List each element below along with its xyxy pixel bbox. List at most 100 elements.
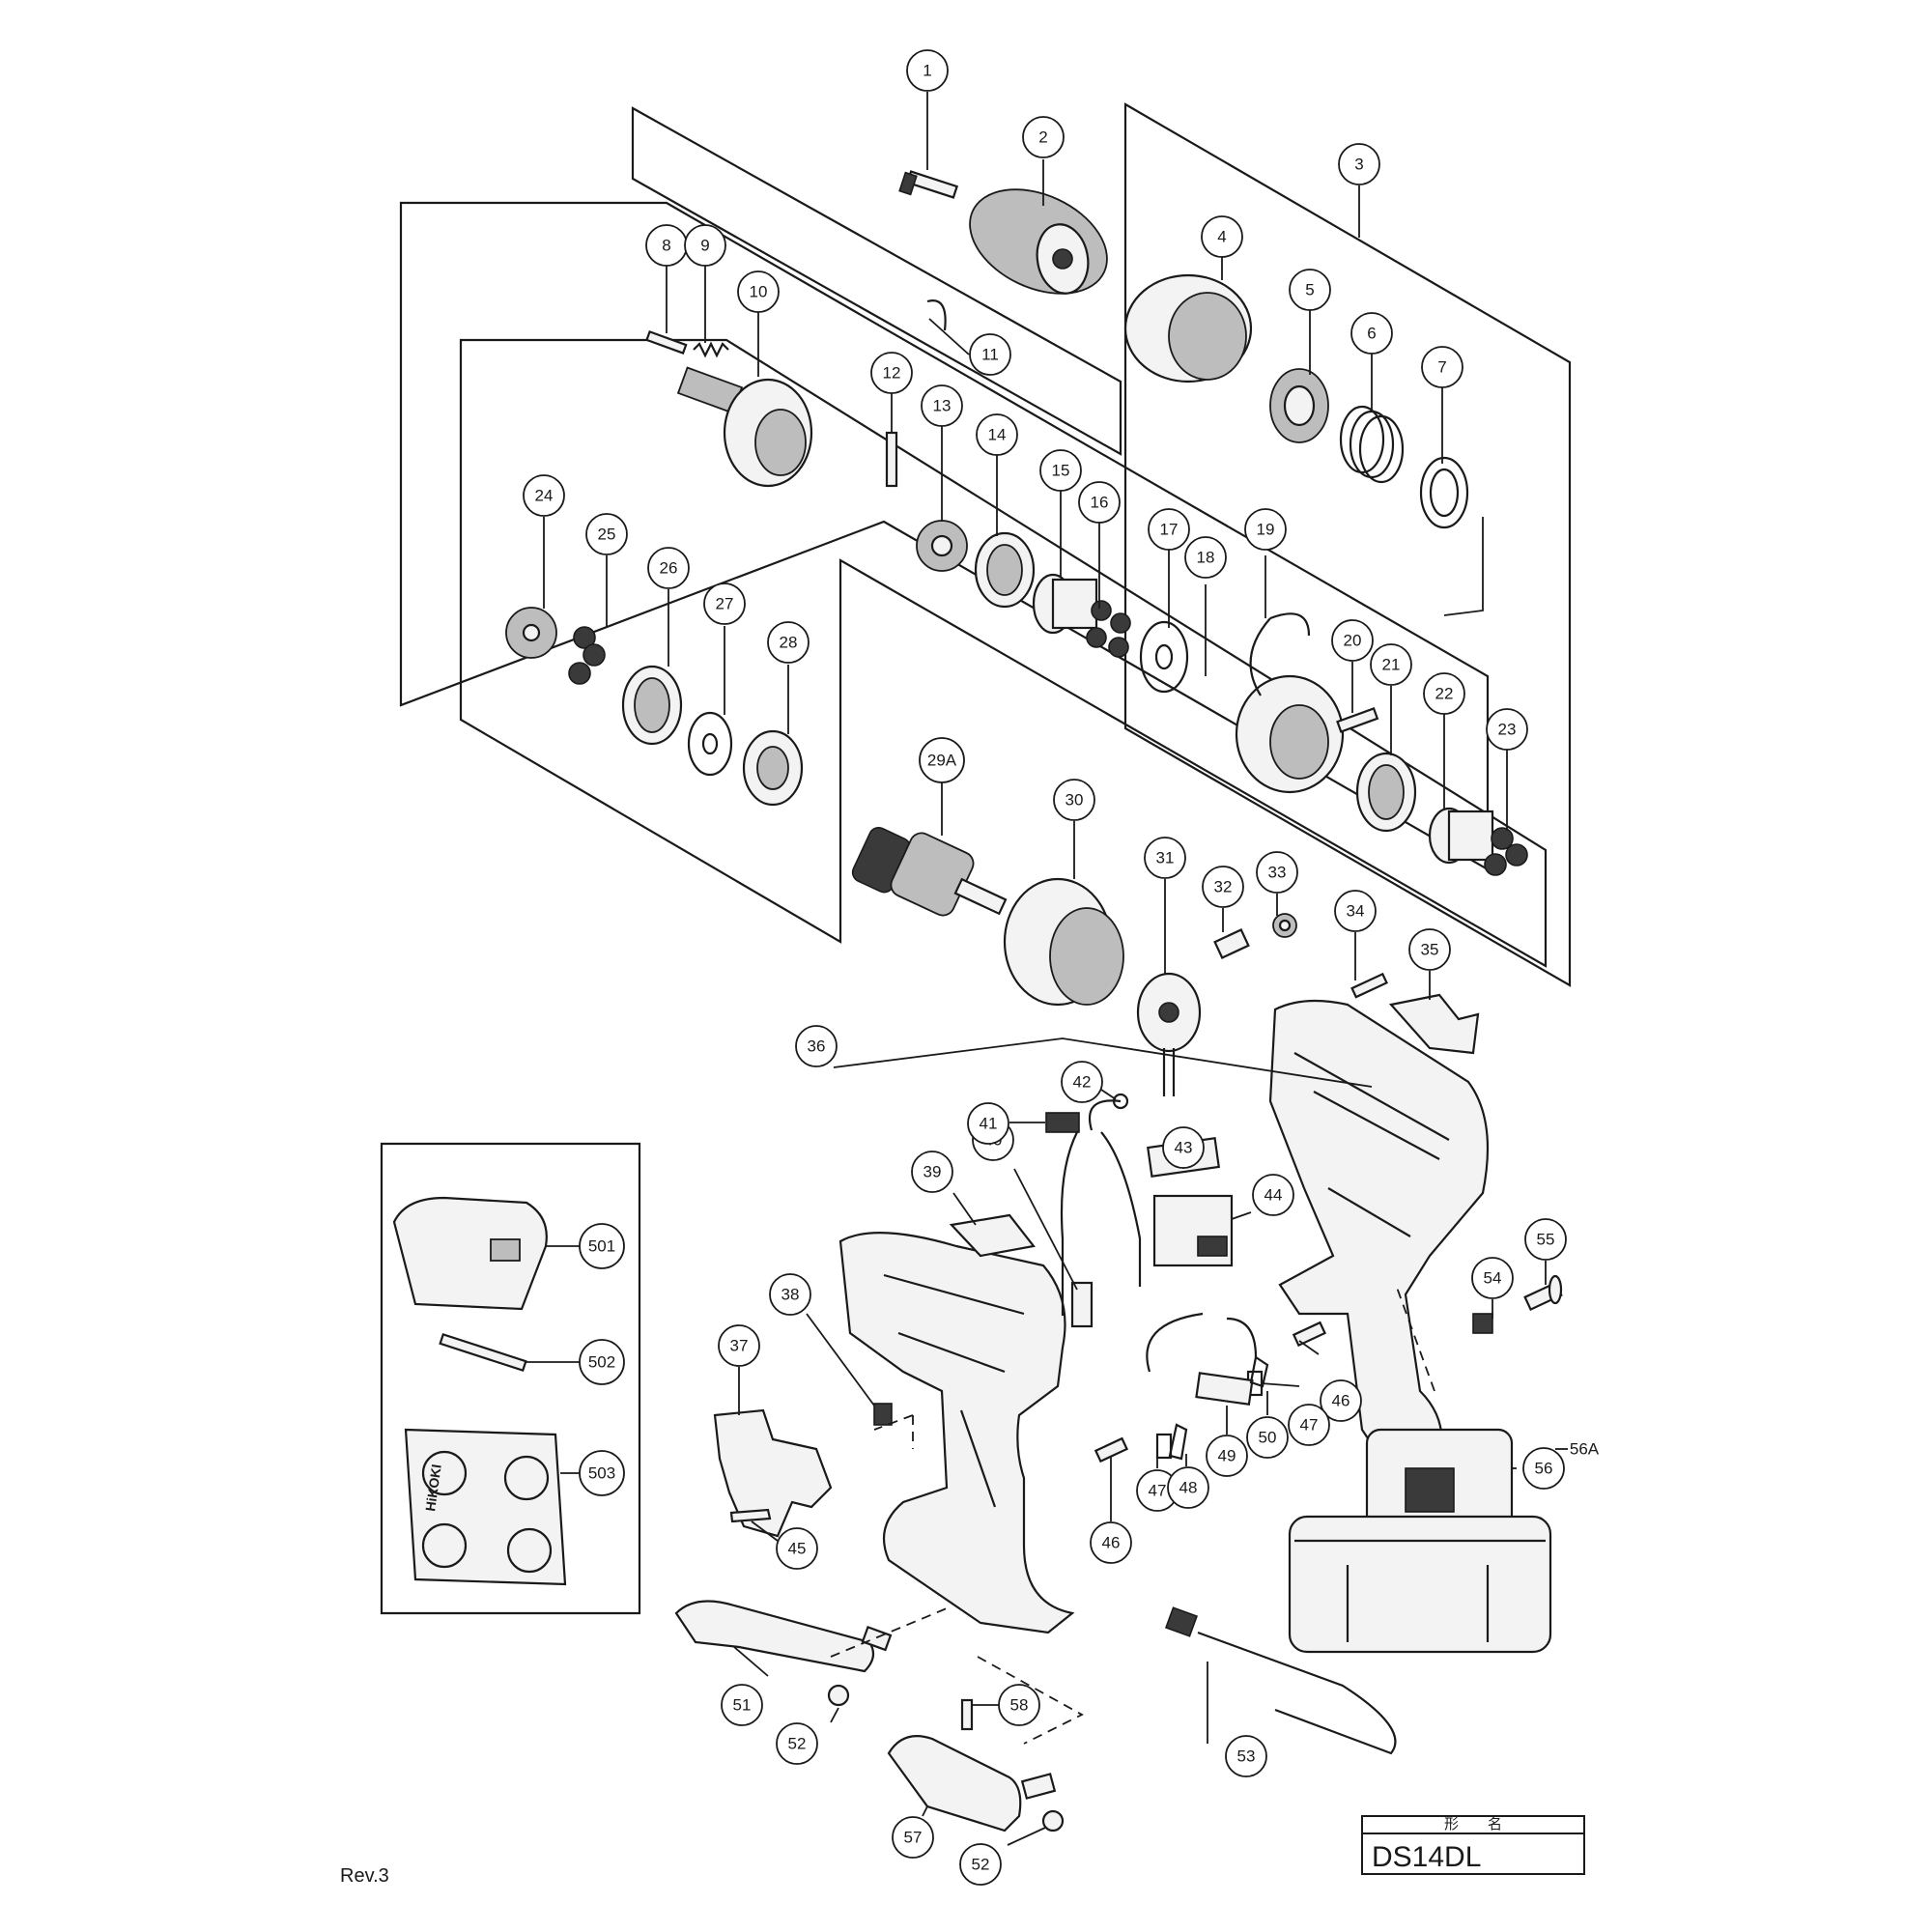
callout-label-9: 9 [700, 237, 709, 255]
part-52-nut [827, 1684, 1065, 1833]
callout-52a: 52 [776, 1722, 818, 1765]
callout-label-15: 15 [1052, 462, 1070, 480]
frame-front-assembly [631, 106, 1122, 456]
callout-label-30: 30 [1065, 791, 1084, 810]
part-9-spring [693, 341, 729, 358]
callout-label-5: 5 [1305, 281, 1314, 299]
part-501-charger [392, 1196, 548, 1311]
wire-harness [1060, 1099, 1258, 1373]
part-14-ring-gear [974, 531, 1036, 609]
callout-24: 24 [523, 474, 565, 517]
callout-label-3: 3 [1354, 156, 1363, 174]
callout-34: 34 [1334, 890, 1377, 932]
callout-53: 53 [1225, 1735, 1267, 1777]
callout-6: 6 [1350, 312, 1393, 355]
part-44-switch [1152, 1194, 1234, 1267]
callout-25: 25 [585, 513, 628, 555]
callout-label-35: 35 [1421, 941, 1439, 959]
callout-label-12: 12 [883, 364, 901, 383]
callout-label-57: 57 [904, 1829, 923, 1847]
callout-label-34: 34 [1347, 902, 1365, 921]
part-11-retaining-ring [926, 299, 947, 331]
callout-52b: 52 [959, 1843, 1002, 1886]
callout-label-47a: 47 [1300, 1416, 1319, 1435]
callout-18: 18 [1184, 536, 1227, 579]
part-8-pin [645, 329, 688, 355]
callout-2: 2 [1022, 116, 1065, 158]
callout-32: 32 [1202, 866, 1244, 908]
callout-22: 22 [1423, 672, 1465, 715]
callout-label-502: 502 [588, 1353, 615, 1372]
part-55-screw [1523, 1274, 1563, 1311]
part-56-battery [1288, 1428, 1552, 1654]
callout-50: 50 [1246, 1416, 1289, 1459]
callout-label-52b: 52 [972, 1856, 990, 1874]
part-21-ring-gear [1355, 752, 1417, 833]
callout-label-52a: 52 [788, 1735, 807, 1753]
callout-label-47b: 47 [1149, 1482, 1167, 1500]
callout-label-55: 55 [1537, 1231, 1555, 1249]
frame-charger-kit [380, 1142, 641, 1615]
callout-35: 35 [1408, 928, 1451, 971]
callout-37: 37 [718, 1324, 760, 1367]
part-12-pin [885, 431, 898, 488]
callout-16: 16 [1078, 481, 1121, 524]
part-58-screw [960, 1698, 974, 1731]
part-51-belt-hook [674, 1600, 893, 1673]
callout-label-24: 24 [535, 487, 554, 505]
part-4-clutch-cover [1123, 273, 1253, 384]
part-49-terminal-block [1195, 1372, 1254, 1406]
callout-label-20: 20 [1344, 632, 1362, 650]
callout-label-21: 21 [1382, 656, 1401, 674]
part-17-washer [1139, 620, 1189, 694]
callout-label-7: 7 [1437, 358, 1446, 377]
callout-label-46b: 46 [1102, 1534, 1121, 1552]
callout-label-2: 2 [1038, 128, 1047, 147]
callout-label-51: 51 [733, 1696, 752, 1715]
callout-44: 44 [1252, 1174, 1294, 1216]
callout-20: 20 [1331, 619, 1374, 662]
callout-9: 9 [684, 224, 726, 267]
callout-label-48: 48 [1179, 1479, 1198, 1497]
callout-51: 51 [721, 1684, 763, 1726]
callout-48: 48 [1167, 1466, 1209, 1509]
part-5-nut [1269, 368, 1329, 443]
callout-label-42: 42 [1073, 1073, 1092, 1092]
part-57-belt-hook [887, 1735, 1057, 1833]
callout-11: 11 [969, 333, 1011, 376]
callout-label-33: 33 [1268, 864, 1287, 882]
callout-46b: 46 [1090, 1521, 1132, 1564]
callout-label-49: 49 [1218, 1447, 1236, 1465]
part-20-screw [1336, 707, 1379, 733]
callout-30: 30 [1053, 779, 1095, 821]
callout-label-36: 36 [808, 1037, 826, 1056]
part-50-terminal [1249, 1355, 1269, 1388]
part-23-planet-gears [1484, 827, 1528, 876]
callout-label-31: 31 [1156, 849, 1175, 867]
callout-19: 19 [1244, 508, 1287, 551]
part-40-capacitor [1070, 1281, 1094, 1328]
callout-46a: 46 [1320, 1379, 1362, 1422]
callout-label-56: 56 [1535, 1460, 1553, 1478]
callout-14: 14 [976, 413, 1018, 456]
callout-label-19: 19 [1257, 521, 1275, 539]
callout-39: 39 [911, 1151, 953, 1193]
callout-label-29a: 29A [927, 752, 957, 770]
callout-label-23: 23 [1498, 721, 1517, 739]
part-29a-armature [851, 827, 1008, 917]
callout-label-6: 6 [1367, 325, 1376, 343]
callout-label-10: 10 [750, 283, 768, 301]
callout-label-503: 503 [588, 1464, 615, 1483]
part-35-name-plate [1388, 993, 1480, 1055]
callout-502: 502 [579, 1339, 625, 1385]
callout-26: 26 [647, 547, 690, 589]
callout-503: 503 [579, 1450, 625, 1496]
callout-label-17: 17 [1160, 521, 1179, 539]
callout-label-56a: 56A [1570, 1440, 1600, 1459]
part-53-strap [1164, 1606, 1397, 1755]
callout-13: 13 [921, 384, 963, 427]
title-block: 形 名 DS14DL [1361, 1815, 1585, 1875]
part-41-sensor [1045, 1112, 1080, 1133]
callout-57: 57 [892, 1816, 934, 1859]
